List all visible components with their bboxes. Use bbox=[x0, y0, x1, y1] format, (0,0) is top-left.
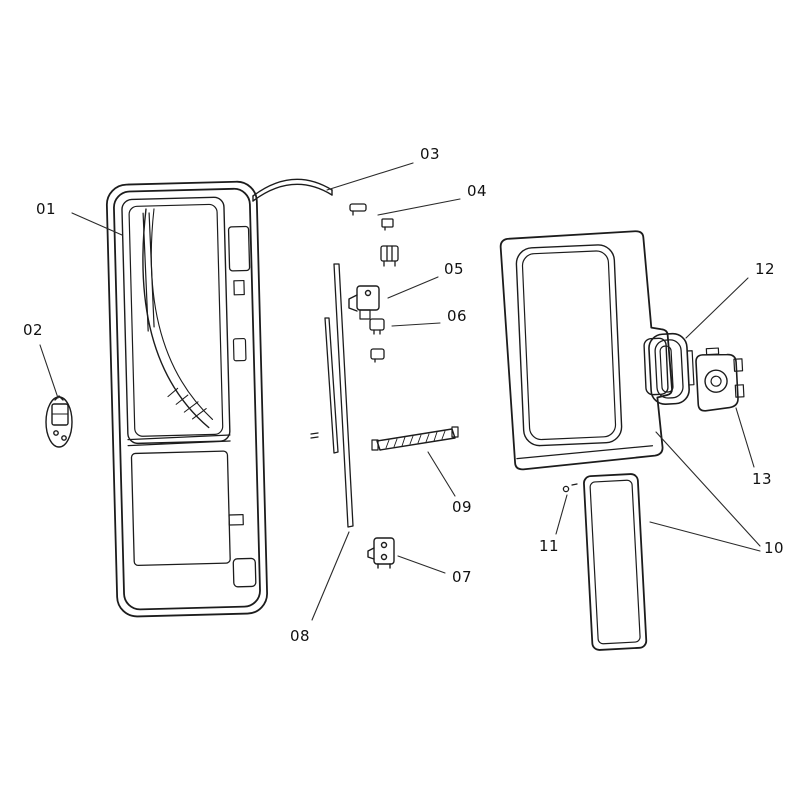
part-label-01: 01 bbox=[36, 200, 57, 218]
latch-bracket-part-05 bbox=[348, 285, 380, 320]
bracket-part-04 bbox=[349, 203, 394, 231]
leader-05 bbox=[387, 276, 439, 299]
outer-door-panel-lower-part-10 bbox=[583, 473, 648, 651]
leader-12 bbox=[685, 277, 749, 339]
part-label-08: 08 bbox=[290, 627, 311, 645]
lock-barrel-part-13 bbox=[695, 347, 745, 412]
door-inner-frame-part-01 bbox=[105, 180, 268, 618]
leader-04 bbox=[377, 198, 461, 216]
part-label-02: 02 bbox=[23, 321, 44, 339]
leader-10b bbox=[649, 521, 761, 552]
leader-10a bbox=[655, 431, 761, 547]
part-label-05: 05 bbox=[444, 260, 465, 278]
part-label-11: 11 bbox=[539, 537, 560, 555]
trim-strip-part-03 bbox=[252, 178, 333, 202]
outer-door-panel-upper-part-10 bbox=[499, 230, 673, 471]
leader-08 bbox=[311, 531, 350, 621]
leader-11 bbox=[555, 494, 568, 535]
part-label-12: 12 bbox=[755, 260, 776, 278]
leader-03 bbox=[326, 162, 414, 191]
leader-13 bbox=[735, 407, 755, 468]
retaining-clip-part-06 bbox=[369, 318, 385, 335]
leader-06 bbox=[391, 322, 441, 327]
latch-unit-part-02 bbox=[45, 395, 73, 448]
leader-09 bbox=[427, 451, 456, 497]
leader-02 bbox=[39, 344, 59, 399]
lower-latch-bracket-part-07 bbox=[367, 537, 395, 569]
leader-01 bbox=[71, 212, 123, 236]
part-label-09: 09 bbox=[452, 498, 473, 516]
leader-lines bbox=[39, 162, 761, 621]
part-label-10: 10 bbox=[764, 539, 785, 557]
hinge-clip bbox=[380, 245, 399, 267]
part-label-06: 06 bbox=[447, 307, 468, 325]
slide-rail-part-09 bbox=[371, 426, 459, 451]
door-handle-part-12 bbox=[648, 332, 695, 405]
fixing-screw-part-11 bbox=[562, 483, 578, 493]
small-clip bbox=[370, 348, 385, 363]
part-label-03: 03 bbox=[420, 145, 441, 163]
lock-rods-part-08 bbox=[310, 263, 354, 528]
leader-07 bbox=[397, 555, 446, 574]
part-label-07: 07 bbox=[452, 568, 473, 586]
part-label-13: 13 bbox=[752, 470, 773, 488]
part-label-04: 04 bbox=[467, 182, 488, 200]
